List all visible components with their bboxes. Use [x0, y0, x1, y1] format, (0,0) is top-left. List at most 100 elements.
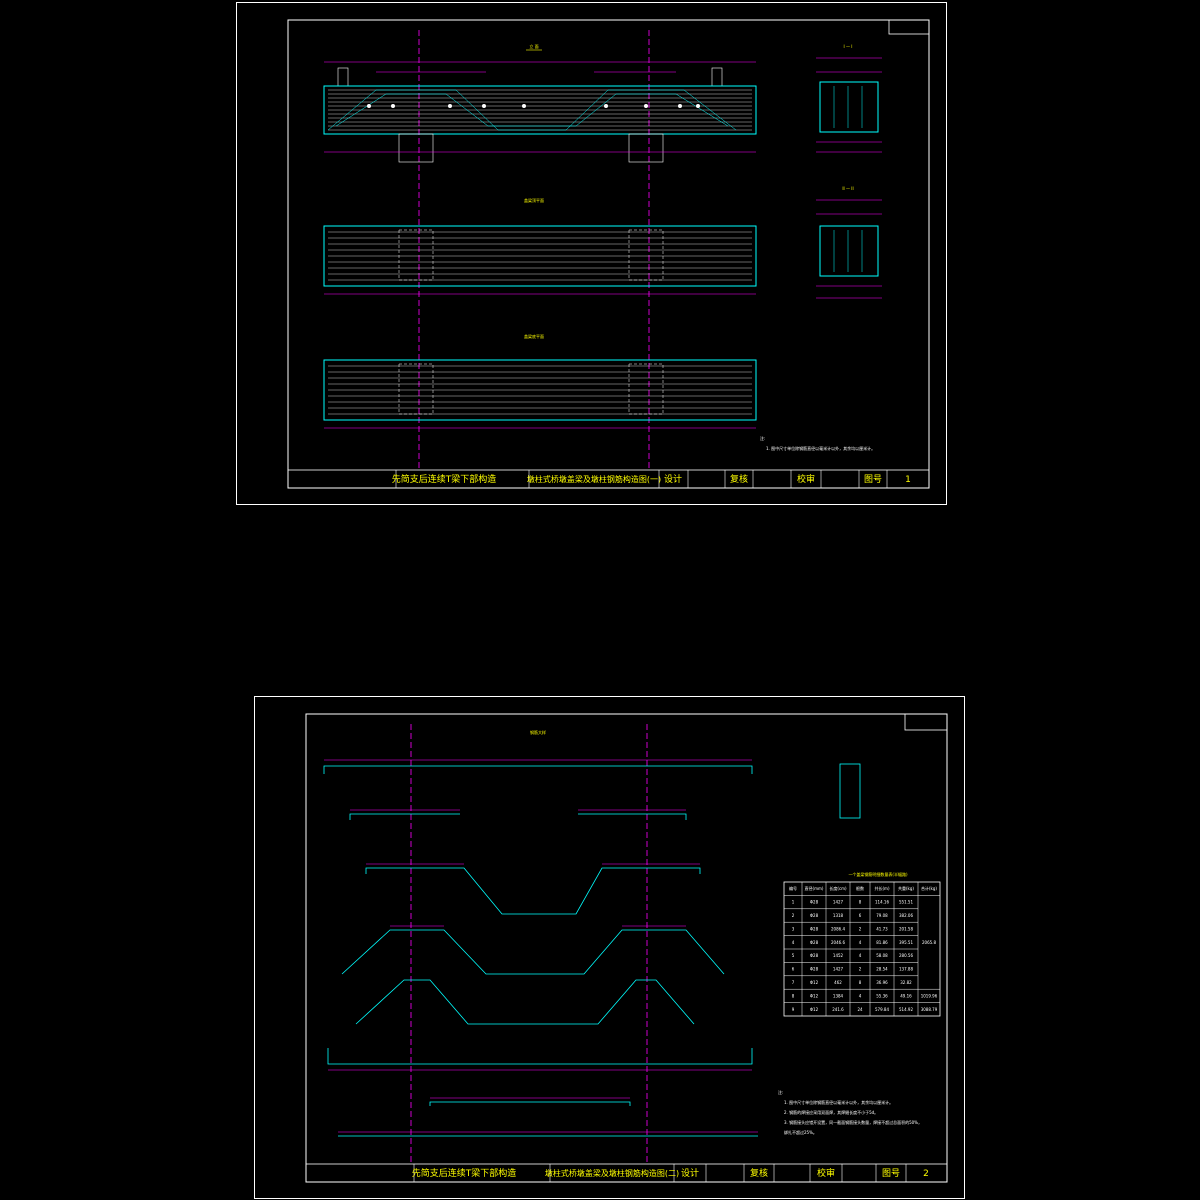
- table-cell: Φ28: [810, 913, 819, 918]
- bottom-plan-view: 盖梁底平面: [323, 333, 757, 429]
- notes-heading: 注:: [760, 435, 765, 441]
- table-header-cell: 合计(kg): [921, 885, 937, 891]
- rebar-shape-1: [323, 765, 753, 774]
- note-line-4: 绑扎不超过25%。: [784, 1129, 817, 1135]
- table-cell: 6: [859, 913, 862, 918]
- drawing-number-label: 图号: [882, 1168, 900, 1179]
- corner-box: [904, 713, 948, 731]
- rebar-markers: [367, 104, 700, 108]
- corner-box: [888, 19, 930, 35]
- table-cell: 2046.6: [831, 940, 845, 945]
- drawing-name: 墩柱式桥墩盖梁及墩柱钢筋构造图(一): [527, 474, 661, 484]
- table-header-cell: 根数: [856, 885, 864, 891]
- table-cell: Φ12: [810, 993, 819, 998]
- table-cell: 114.16: [875, 900, 889, 905]
- elevation-title: 立 面: [529, 43, 538, 49]
- bent-rebars: [327, 89, 737, 131]
- table-cell: 8: [792, 993, 795, 998]
- bottom-plan-title: 盖梁底平面: [524, 333, 544, 339]
- table-cell: 1384: [833, 993, 844, 998]
- table-cell: 579.84: [875, 1007, 889, 1012]
- table-cell: 280.56: [899, 953, 913, 958]
- note-line-1: 1. 图中尺寸单位除钢筋直径以毫米计以外，其余均以厘米计。: [784, 1099, 893, 1105]
- section-1-title: I — I: [844, 44, 853, 49]
- table-header-cell: 共长(m): [874, 885, 889, 891]
- review-label: 复核: [750, 1167, 768, 1179]
- table-cell: 36.96: [876, 980, 888, 985]
- table-header-cell: 共重(kg): [898, 885, 914, 891]
- table-cell: 4: [792, 940, 795, 945]
- design-label: 设计: [664, 473, 682, 485]
- top-plan-title: 盖梁顶平面: [524, 197, 544, 203]
- cap-beam-outline: [323, 85, 757, 135]
- drawing-number-label: 图号: [864, 474, 882, 485]
- pier-column-right: [628, 133, 664, 163]
- table-header-cell: 编号: [789, 885, 797, 891]
- rebar-shape-5: [355, 979, 695, 1025]
- table-cell: 3: [792, 926, 795, 931]
- table-cell: 1318: [833, 913, 844, 918]
- section-2-outline: [819, 225, 879, 277]
- detail-dimension-lines: [324, 759, 758, 1133]
- table-cell: 79.08: [876, 913, 888, 918]
- rebar-shape-4: [341, 929, 725, 975]
- table-cell: 8: [859, 900, 862, 905]
- rebar-details: [323, 763, 861, 1137]
- table-cell: 4: [859, 953, 862, 958]
- table-cell: 9: [792, 1007, 795, 1012]
- table-cell: 241.6: [832, 1007, 844, 1012]
- sheet-border: [254, 696, 965, 1199]
- table-cell: 7: [792, 980, 795, 985]
- drawing-sheet-1: 立 面 盖梁顶平面: [236, 2, 947, 505]
- table-cell: 3088.79: [921, 1007, 938, 1012]
- table-cell: Φ12: [810, 1007, 819, 1012]
- rebar-shape-3: [365, 867, 701, 915]
- table-cell: 28.54: [876, 967, 888, 972]
- table-cell: Φ28: [810, 940, 819, 945]
- table-cell: 4: [859, 993, 862, 998]
- table-cell: 41.73: [876, 926, 888, 931]
- table-cell: Φ28: [810, 953, 819, 958]
- table-cell: Φ28: [810, 967, 819, 972]
- table-cell: 395.51: [899, 940, 913, 945]
- project-name: 先简支后连续T梁下部构造: [412, 1167, 517, 1179]
- table-cell: 4: [859, 940, 862, 945]
- table-cell: 55.36: [876, 993, 888, 998]
- table-cell: 551.51: [899, 900, 913, 905]
- table-cell: 514.92: [899, 1007, 913, 1012]
- rebar-schedule: 一个盖梁钢筋明细数量表(半幅路) 编号直径(mm)长度(cm)根数共长(m)共重…: [783, 871, 941, 1017]
- table-cell: 137.88: [899, 967, 913, 972]
- rebar-shape-6: [327, 1048, 753, 1065]
- section-1-outline: [819, 81, 879, 133]
- rebar-shape-2b: [578, 813, 687, 820]
- table-cell: Φ12: [810, 980, 819, 985]
- table-cell: 2: [859, 967, 862, 972]
- table-cell: 81.86: [876, 940, 888, 945]
- drawing-sheet-2: 钢筋大样 一个盖梁钢筋明细数量表(半幅路) 编号直径(mm)长度(cm)根数共长…: [254, 696, 965, 1199]
- drawing-number: 1: [905, 475, 911, 485]
- design-label: 设计: [681, 1167, 699, 1179]
- rebar-shape-2a: [349, 813, 460, 820]
- table-cell: 2: [859, 926, 862, 931]
- table-cell: 24: [857, 1007, 863, 1012]
- notes-heading: 注:: [778, 1089, 783, 1095]
- drawing-name: 墩柱式桥墩盖梁及墩柱钢筋构造图(二): [545, 1168, 679, 1178]
- table-cell: 1427: [833, 967, 844, 972]
- table-cell: 1: [792, 900, 795, 905]
- project-name: 先简支后连续T梁下部构造: [392, 473, 497, 485]
- table-title: 一个盖梁钢筋明细数量表(半幅路): [848, 871, 908, 877]
- table-cell: 1427: [833, 900, 844, 905]
- table-cell: 1019.96: [921, 993, 938, 998]
- table-cell: 6: [792, 967, 795, 972]
- table-cell: 462: [834, 980, 842, 985]
- section-2-view: II — II: [816, 186, 882, 299]
- table-cell: 382.06: [899, 913, 913, 918]
- bottom-plan-rebars: [328, 365, 752, 415]
- section-2-title: II — II: [842, 186, 853, 191]
- stopper-block-right: [711, 67, 723, 87]
- drawing-number: 2: [923, 1169, 929, 1179]
- note-line: 1. 图中尺寸单位除钢筋直径以毫米计以外，其余均以厘米计。: [766, 445, 875, 451]
- check-label: 校审: [797, 473, 815, 485]
- bottom-plan-outline: [323, 359, 757, 421]
- table-cell: 1452: [833, 953, 844, 958]
